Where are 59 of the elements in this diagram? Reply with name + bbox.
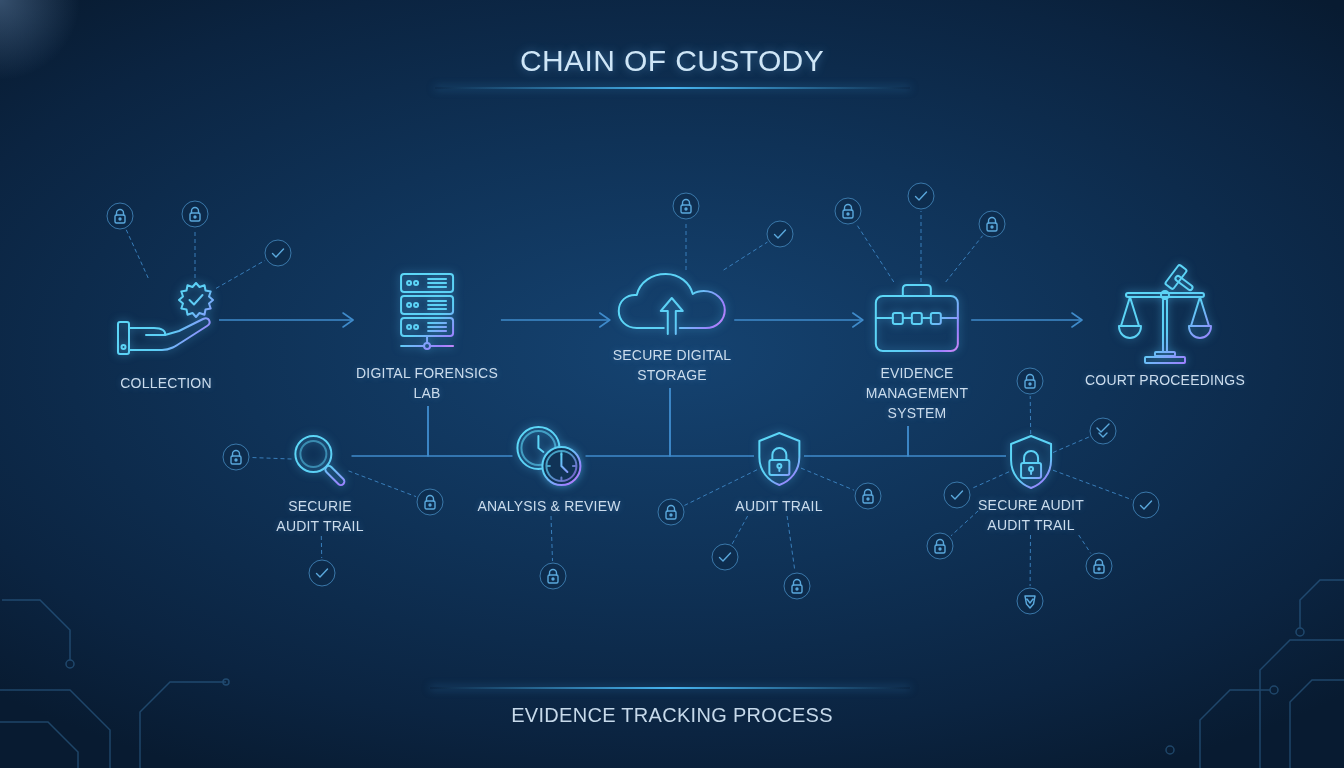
dashed-connector — [684, 469, 758, 506]
lock-icon — [181, 200, 209, 228]
lock-icon — [834, 197, 862, 225]
lock-icon — [672, 192, 700, 220]
dashed-connector — [1029, 534, 1031, 587]
dashed-connector — [125, 229, 149, 279]
lock-icon — [657, 498, 685, 526]
check-icon — [264, 239, 292, 267]
step-label: COURT PROCEEDINGS — [1085, 371, 1245, 390]
connector-line — [669, 387, 755, 457]
step-label: EVIDENCE MANAGEMENT SYSTEM — [865, 364, 969, 423]
dashed-connector — [1052, 436, 1090, 453]
dashed-connector — [945, 235, 984, 283]
arrow — [970, 312, 1083, 328]
check-icon — [943, 481, 971, 509]
arrow — [218, 312, 354, 328]
step-label: ANALYSIS & REVIEW — [477, 497, 621, 516]
step-label: COLLECTION — [120, 374, 212, 393]
lock-icon — [926, 532, 954, 560]
step-label: SECURIE AUDIT TRAIL — [276, 497, 364, 536]
dashed-connector — [800, 467, 855, 491]
lock-icon — [783, 572, 811, 600]
title: CHAIN OF CUSTODY — [519, 43, 825, 79]
check-icon — [907, 182, 935, 210]
connector-line — [427, 405, 514, 457]
dashed-connector — [348, 470, 417, 498]
lock-icon — [416, 488, 444, 516]
step-label: DIGITAL FORENSICS LAB — [356, 364, 498, 403]
lock-icon — [222, 443, 250, 471]
dashed-connector — [950, 510, 979, 537]
arrow — [733, 312, 864, 328]
step-label: SECURE AUDIT AUDIT TRAIL — [978, 496, 1084, 535]
dashed-connector — [855, 223, 895, 283]
shield-icon — [1016, 587, 1044, 615]
dashed-connector — [920, 210, 922, 283]
dashed-connector — [550, 515, 553, 562]
dashed-connector — [1078, 534, 1092, 554]
lock-icon — [539, 562, 567, 590]
dashed-connector — [723, 241, 768, 271]
check-icon — [1089, 417, 1117, 445]
lock-icon — [106, 202, 134, 230]
connector-line — [907, 425, 1007, 457]
arrow — [500, 312, 611, 328]
lock-icon — [978, 210, 1006, 238]
dashed-connector — [320, 535, 323, 559]
check-icon — [711, 543, 739, 571]
lock-icon — [1085, 552, 1113, 580]
lock-icon — [854, 482, 882, 510]
dashed-connector — [731, 515, 749, 545]
check-icon — [308, 559, 336, 587]
dashed-connector — [250, 457, 292, 460]
check-icon — [1132, 491, 1160, 519]
dashed-connector — [970, 471, 1010, 490]
step-label: SECURE DIGITAL STORAGE — [612, 346, 732, 385]
caption: EVIDENCE TRACKING PROCESS — [511, 703, 833, 728]
step-label: AUDIT TRAIL — [735, 497, 823, 516]
lock-icon — [1016, 367, 1044, 395]
dashed-connector — [1029, 395, 1032, 435]
check-icon — [766, 220, 794, 248]
